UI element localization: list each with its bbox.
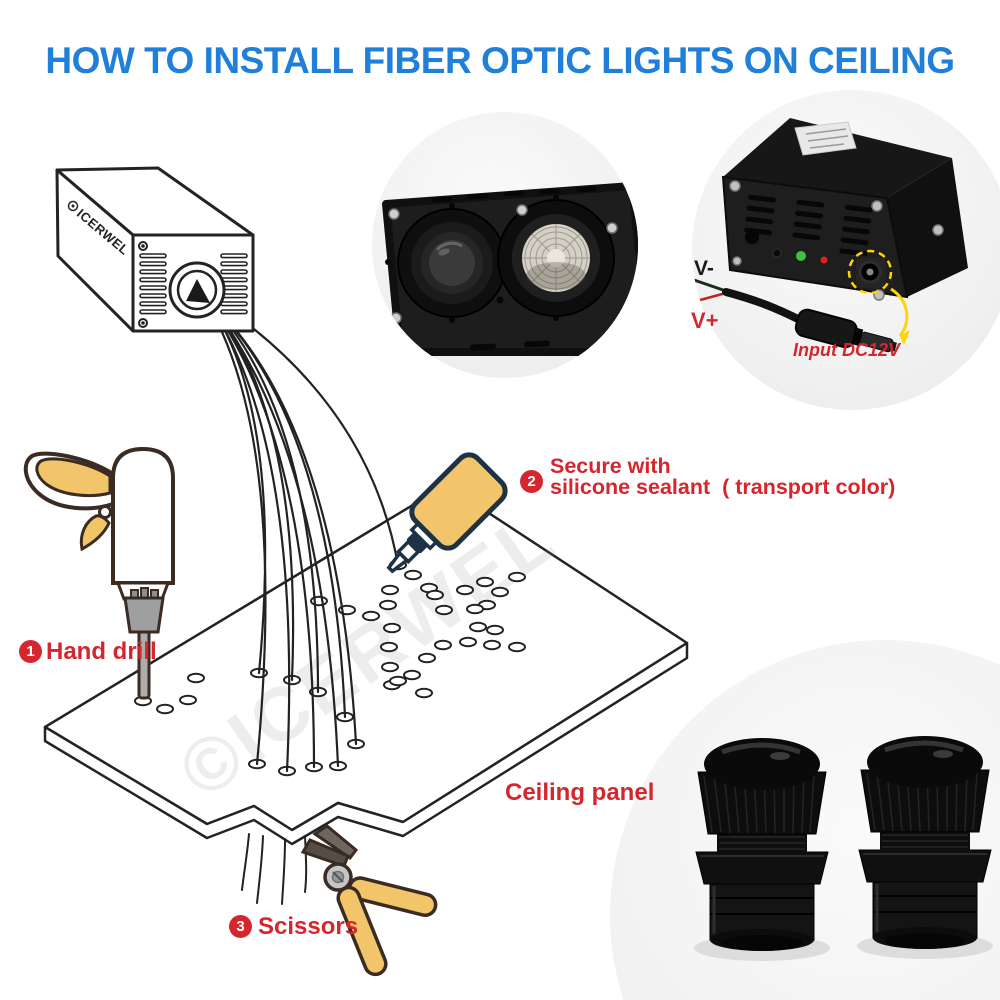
photo-power-input xyxy=(692,90,1000,410)
hanging-fiber-ends xyxy=(241,833,308,905)
v-minus-label: V- xyxy=(694,257,714,280)
step2-label: Secure with silicone sealant ( transport… xyxy=(550,454,896,499)
aux-port xyxy=(745,230,759,244)
scissors-icon xyxy=(300,824,438,977)
engine-vents xyxy=(139,253,248,315)
photo-cable-glands xyxy=(610,640,1000,1000)
light-engine-drawing: ICERWEL xyxy=(55,166,255,333)
step1-label: Hand drill xyxy=(46,638,157,665)
step2-label-line1: Secure with xyxy=(550,454,671,478)
step2-badge: 2 xyxy=(520,470,543,493)
button xyxy=(772,248,782,258)
dc-power-cable xyxy=(692,278,897,353)
yellow-arrow xyxy=(890,287,910,345)
input-dc12v-label: Input DC12V xyxy=(793,340,901,360)
screws xyxy=(729,180,944,301)
brand-mark-icon xyxy=(67,200,79,212)
step3-badge: 3 xyxy=(229,915,252,938)
cable-gland-left xyxy=(695,738,829,951)
light-engine-photo xyxy=(382,182,638,356)
power-box-photo xyxy=(692,118,968,353)
cable-glands-photo xyxy=(694,736,993,961)
red-led xyxy=(820,256,828,264)
green-led xyxy=(796,251,806,261)
step2-label-line2: silicone sealant ( transport color) xyxy=(550,475,896,499)
hand-drill-icon xyxy=(23,446,175,700)
ceiling-panel-label: Ceiling panel xyxy=(505,779,655,806)
ceiling-panel-drawing xyxy=(43,483,689,846)
v-plus-label: V+ xyxy=(691,308,719,333)
photo-light-engine-front xyxy=(372,112,638,378)
page-title: HOW TO INSTALL FIBER OPTIC LIGHTS ON CEI… xyxy=(45,40,955,81)
glue-bottle-icon xyxy=(386,452,508,574)
dc-jack-highlight-circle xyxy=(847,249,893,295)
engine-screws xyxy=(138,241,148,328)
cable-gland-right xyxy=(858,736,992,949)
fiber-port xyxy=(168,261,226,319)
left-lens xyxy=(397,208,507,318)
right-lens xyxy=(497,199,615,317)
step3-label: Scissors xyxy=(258,913,359,940)
drilled-holes xyxy=(134,559,526,777)
step1-badge: 1 xyxy=(19,640,42,663)
